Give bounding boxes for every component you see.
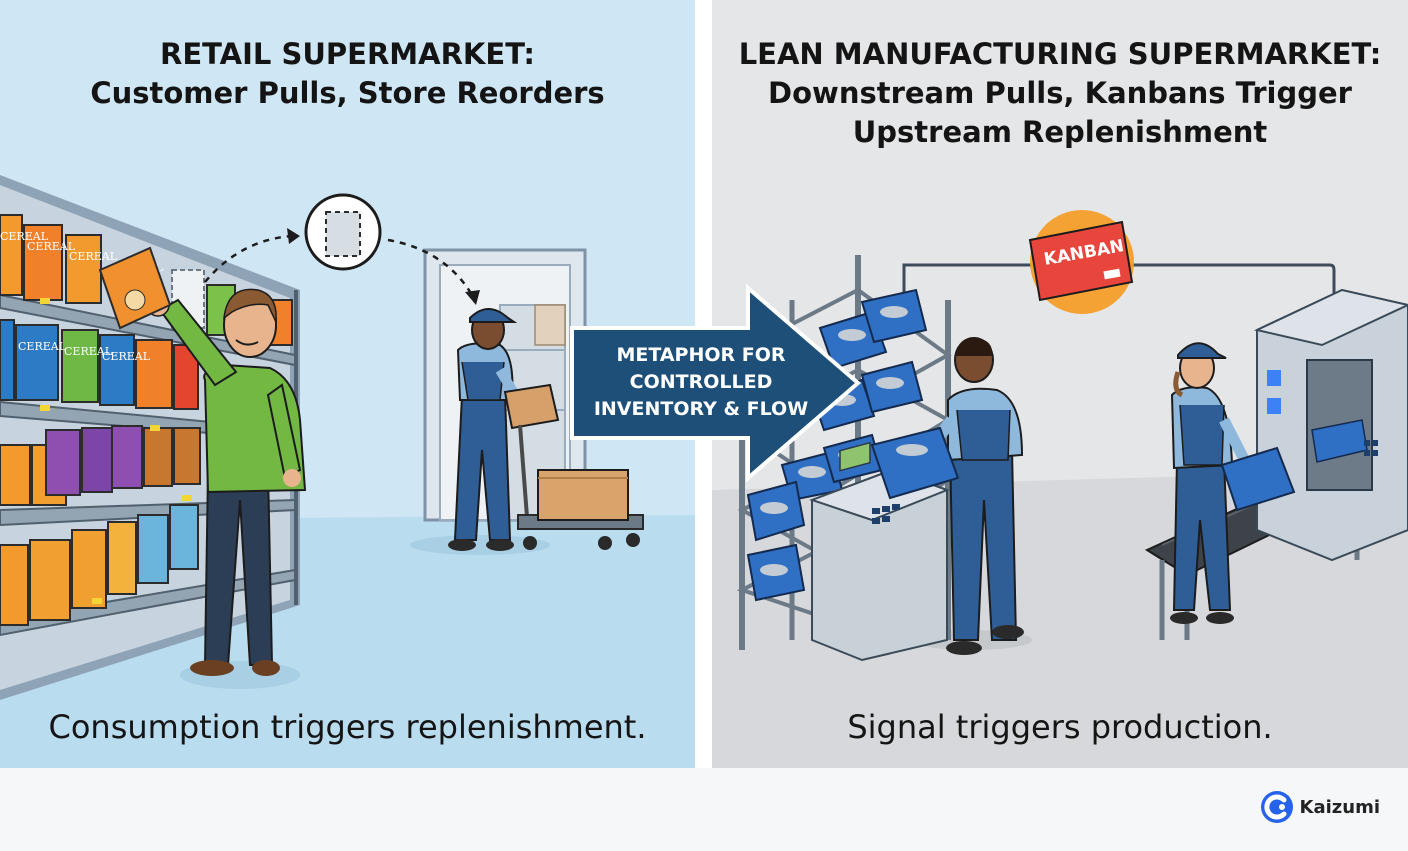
lean-caption: Signal triggers production. (847, 708, 1273, 746)
retail-title-line2: Customer Pulls, Store Reorders (90, 76, 605, 110)
cereal-box-label: CEREAL (0, 230, 49, 243)
rack-worker (870, 337, 1024, 655)
footer-bar (0, 768, 1408, 851)
cereal-box-label: CEREAL (18, 340, 67, 353)
retail-scene: CEREAL CEREAL CEREAL CEREAL CEREAL CEREA… (0, 175, 695, 768)
lean-title-line3: Upstream Replenishment (852, 115, 1268, 149)
retail-title-line1: RETAIL SUPERMARKET: (159, 37, 536, 71)
cereal-box-label: CEREAL (69, 250, 118, 263)
lean-title: LEAN MANUFACTURING SUPERMARKET: Downstre… (712, 35, 1408, 152)
lean-title-line2: Downstream Pulls, Kanbans Trigger (768, 76, 1352, 110)
lean-title-line1: LEAN MANUFACTURING SUPERMARKET: (738, 37, 1382, 71)
arrow-label-line2: CONTROLLED (629, 371, 773, 393)
brand-name: Kaizumi (1299, 796, 1380, 818)
retail-title: RETAIL SUPERMARKET: Customer Pulls, Stor… (0, 35, 695, 113)
kanban-card-icon: KANBAN (1028, 210, 1134, 314)
arrow-label-line3: INVENTORY & FLOW (593, 398, 809, 420)
metaphor-arrow-label: METAPHOR FOR CONTROLLED INVENTORY & FLOW (578, 342, 824, 423)
held-cereal-box (98, 246, 172, 330)
empty-slot-icon (304, 193, 382, 271)
cereal-box-label: CEREAL (64, 345, 113, 358)
arrow-label-line1: METAPHOR FOR (616, 344, 786, 366)
kaizumi-logo-icon (1260, 791, 1293, 823)
stock-worker (448, 308, 560, 551)
brand-logo: Kaizumi (1260, 790, 1380, 824)
machine-operator (1170, 342, 1296, 624)
retail-panel: CEREAL CEREAL CEREAL CEREAL CEREAL CEREA… (0, 0, 695, 768)
cereal-box-label: CEREAL (102, 350, 151, 363)
retail-caption: Consumption triggers replenishment. (48, 708, 647, 746)
production-machine (1253, 288, 1408, 562)
customer-figure (146, 288, 307, 676)
cereal-box-label: CEREAL (27, 240, 76, 253)
